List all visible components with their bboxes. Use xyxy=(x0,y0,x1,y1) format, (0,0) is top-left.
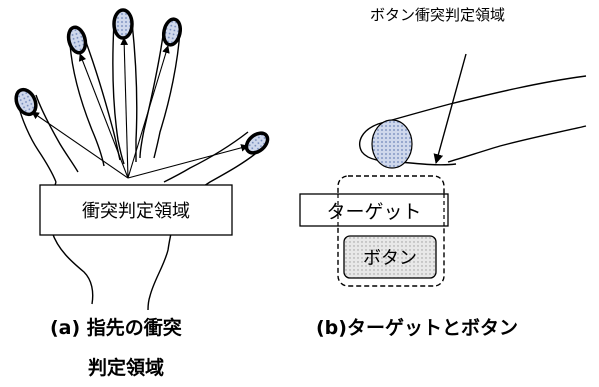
collision-region-label: 衝突判定領域 xyxy=(82,201,190,222)
fingertip-index xyxy=(161,17,183,47)
target-label: ターゲット xyxy=(326,201,421,223)
fingertip-targets xyxy=(14,8,270,155)
fingertip-ring xyxy=(66,25,88,55)
fingertip-pinky xyxy=(14,87,38,117)
fingertip-middle xyxy=(112,8,134,40)
target-box xyxy=(299,193,449,227)
button-region-pointer xyxy=(433,53,467,164)
button-collision-region xyxy=(337,175,445,287)
hand-outline xyxy=(17,21,261,311)
button-shape[interactable] xyxy=(343,235,437,279)
button-region-label: ボタン衝突判定領域 xyxy=(370,6,505,24)
right-fingertip xyxy=(371,119,413,169)
button-label: ボタン xyxy=(363,248,417,269)
caption-b: (b)ターゲットとボタン xyxy=(316,317,518,339)
collision-region-box xyxy=(39,184,233,236)
caption-a-line1: (a) 指先の衝突 xyxy=(50,316,182,339)
collision-arrows xyxy=(31,37,249,179)
caption-a-line2: 判定領域 xyxy=(88,356,164,379)
